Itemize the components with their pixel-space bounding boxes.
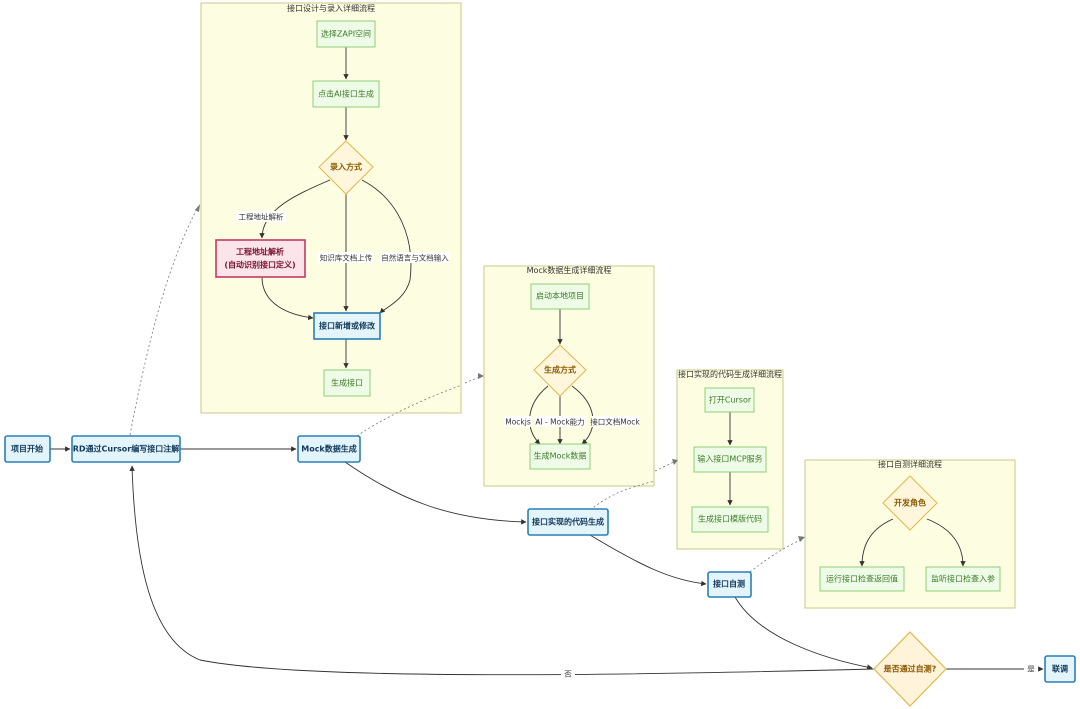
svg-text:生成Mock数据: 生成Mock数据 bbox=[534, 451, 587, 461]
node-input-mcp[interactable]: 输入接口MCP服务 bbox=[693, 446, 767, 473]
edge-labels-mock: Mockjs AI - Mock能力 接口文档Mock bbox=[504, 416, 640, 427]
svg-text:生成接口模版代码: 生成接口模版代码 bbox=[698, 514, 762, 524]
svg-text:开发角色: 开发角色 bbox=[894, 498, 926, 508]
node-select-zapi[interactable]: 选择ZAPI空间 bbox=[316, 20, 376, 48]
node-api-add-modify[interactable]: 接口新增或修改 bbox=[313, 312, 381, 340]
node-click-ai-gen[interactable]: 点击AI接口生成 bbox=[312, 80, 380, 108]
node-project-addr-parse[interactable]: 工程地址解析 (自动识别接口定义) bbox=[215, 239, 306, 278]
svg-text:RD通过Cursor编写接口注解: RD通过Cursor编写接口注解 bbox=[73, 444, 180, 454]
svg-text:运行接口检查返回值: 运行接口检查返回值 bbox=[826, 574, 898, 584]
svg-text:工程地址解析: 工程地址解析 bbox=[236, 247, 284, 257]
svg-text:选择ZAPI空间: 选择ZAPI空间 bbox=[321, 29, 371, 39]
svg-text:监听接口检查入参: 监听接口检查入参 bbox=[931, 574, 995, 584]
edge-label-yes: 是 bbox=[1027, 665, 1035, 674]
node-pass-self-test[interactable]: 是否通过自测? bbox=[873, 631, 947, 707]
node-code-impl-gen[interactable]: 接口实现的代码生成 bbox=[527, 508, 609, 536]
node-gen-method[interactable]: 生成方式 bbox=[533, 344, 587, 397]
edges-self-test bbox=[859, 518, 966, 567]
node-start-local[interactable]: 启动本地项目 bbox=[530, 283, 590, 310]
node-project-start[interactable]: 项目开始 bbox=[4, 435, 51, 463]
svg-text:生成接口: 生成接口 bbox=[331, 378, 363, 388]
node-rd-annotate[interactable]: RD通过Cursor编写接口注解 bbox=[71, 435, 181, 463]
cluster-self-test-title: 接口自测详细流程 bbox=[878, 459, 942, 469]
svg-text:联调: 联调 bbox=[1052, 664, 1068, 674]
svg-text:接口新增或修改: 接口新增或修改 bbox=[319, 321, 376, 331]
svg-text:打开Cursor: 打开Cursor bbox=[709, 395, 752, 405]
dashed-connectors bbox=[129, 204, 805, 573]
cluster-code-gen-title: 接口实现的代码生成详细流程 bbox=[678, 369, 782, 379]
cluster-mock-gen-title: Mock数据生成详细流程 bbox=[527, 265, 612, 275]
svg-text:是否通过自测?: 是否通过自测? bbox=[883, 664, 937, 674]
edge-label-nl-input: 自然语言与文档输入 bbox=[381, 253, 449, 263]
cluster-api-design-title: 接口设计与录入详细流程 bbox=[287, 3, 375, 13]
edge-label-no: 否 bbox=[564, 670, 572, 679]
svg-text:点击AI接口生成: 点击AI接口生成 bbox=[318, 89, 374, 99]
node-listen-check-params[interactable]: 监听接口检查入参 bbox=[925, 566, 1001, 592]
edge-label-doc-mock: 接口文档Mock bbox=[590, 417, 640, 427]
cluster-api-design: 接口设计与录入详细流程 bbox=[200, 2, 462, 414]
svg-text:项目开始: 项目开始 bbox=[11, 444, 43, 454]
edge-labels-main: 否 是 bbox=[561, 663, 1038, 679]
edge-label-kb-upload: 知识库文档上传 bbox=[320, 253, 373, 263]
node-run-check-return[interactable]: 运行接口检查返回值 bbox=[819, 566, 905, 592]
node-gen-api[interactable]: 生成接口 bbox=[323, 369, 371, 397]
node-open-cursor[interactable]: 打开Cursor bbox=[704, 387, 755, 413]
svg-text:(自动识别接口定义): (自动识别接口定义) bbox=[224, 260, 295, 270]
svg-text:生成方式: 生成方式 bbox=[544, 365, 576, 375]
edge-label-mockjs: Mockjs bbox=[505, 418, 531, 427]
node-input-method[interactable]: 录入方式 bbox=[318, 140, 374, 195]
svg-text:录入方式: 录入方式 bbox=[330, 162, 362, 172]
node-gen-template[interactable]: 生成接口模版代码 bbox=[691, 506, 769, 533]
edge-label-project-addr: 工程地址解析 bbox=[239, 212, 284, 222]
svg-text:接口自测: 接口自测 bbox=[713, 579, 745, 589]
edge-label-ai-mock: AI - Mock能力 bbox=[535, 417, 584, 427]
edges-api-design bbox=[259, 47, 412, 369]
edge-labels-api-design: 工程地址解析 知识库文档上传 自然语言与文档输入 bbox=[236, 211, 450, 263]
svg-text:输入接口MCP服务: 输入接口MCP服务 bbox=[697, 454, 762, 464]
svg-text:Mock数据生成: Mock数据生成 bbox=[301, 444, 357, 454]
svg-text:接口实现的代码生成: 接口实现的代码生成 bbox=[532, 517, 604, 527]
svg-text:启动本地项目: 启动本地项目 bbox=[536, 291, 584, 301]
node-mock-data-gen[interactable]: Mock数据生成 bbox=[297, 435, 361, 463]
node-api-self-test[interactable]: 接口自测 bbox=[707, 571, 752, 598]
node-gen-mock-data[interactable]: 生成Mock数据 bbox=[529, 443, 591, 470]
node-dev-role[interactable]: 开发角色 bbox=[882, 475, 938, 531]
node-joint-debug[interactable]: 联调 bbox=[1044, 655, 1076, 683]
